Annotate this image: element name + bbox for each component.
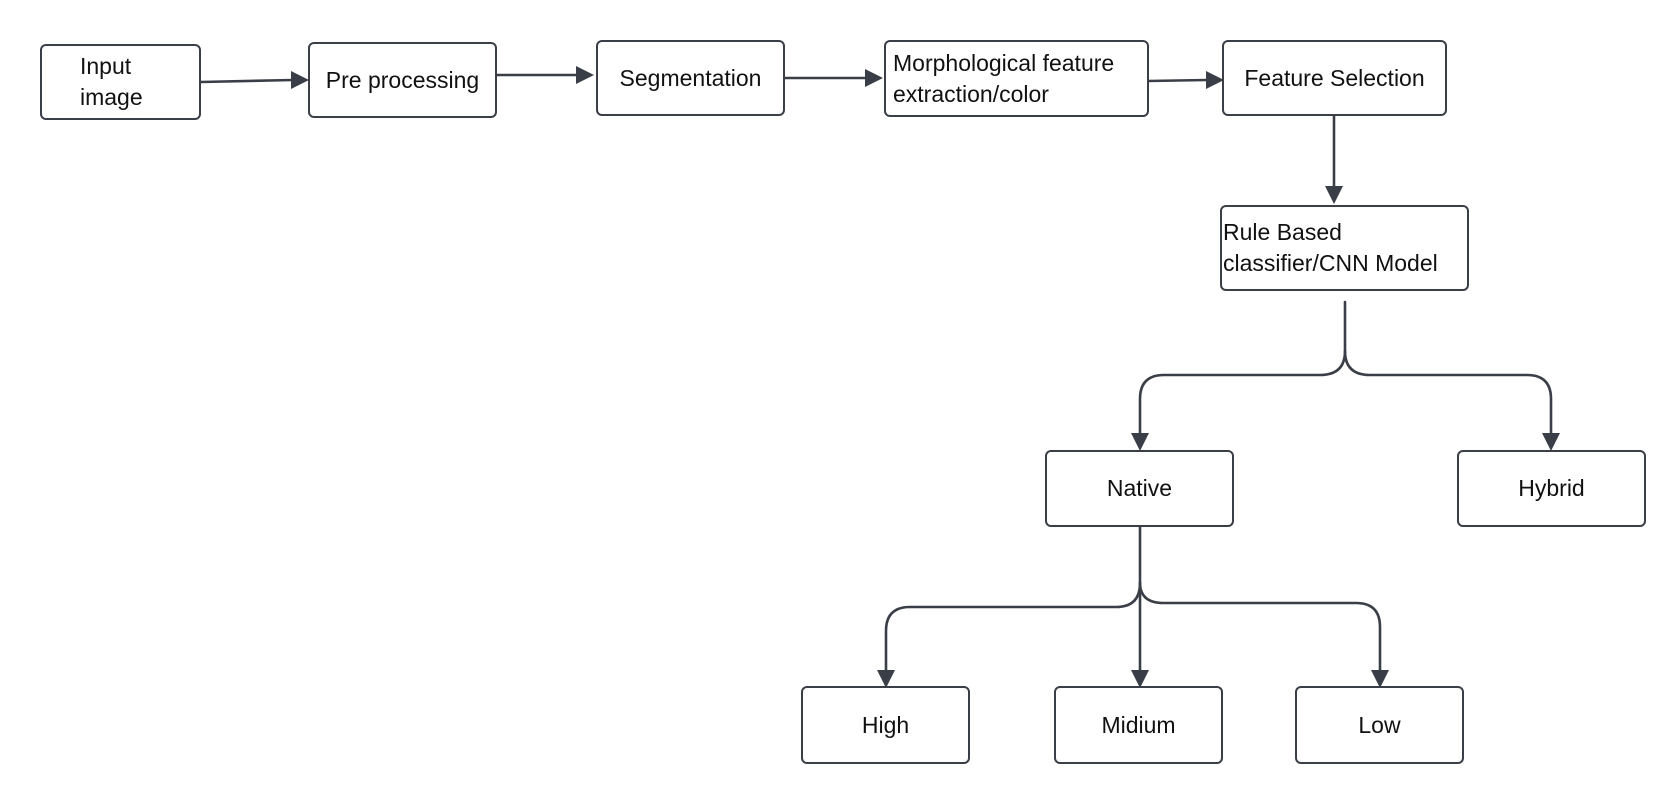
node-classifier: Rule Based classifier/CNN Model [1220, 205, 1469, 291]
node-morphological-feature-extraction-label: Morphological feature extraction/color [893, 49, 1115, 107]
node-input-image: Input image [40, 44, 201, 120]
node-hybrid: Hybrid [1457, 450, 1646, 527]
edge-segmentation-to-morphological [782, 69, 883, 87]
edge-classifier-to-hybrid [1343, 349, 1560, 451]
node-native: Native [1045, 450, 1234, 527]
node-high-label: High [861, 711, 910, 738]
node-low: Low [1295, 686, 1464, 764]
node-midium: Midium [1054, 686, 1223, 764]
node-pre-processing: Pre processing [308, 42, 497, 118]
node-feature-selection-label: Feature Selection [1244, 64, 1425, 91]
node-hybrid-label: Hybrid [1518, 475, 1585, 501]
edge-classifier-to-native [1131, 300, 1347, 451]
node-feature-selection: Feature Selection [1222, 40, 1447, 116]
edge-morphological-to-feature-selection [1146, 71, 1224, 89]
edge-input-to-preprocessing [199, 71, 309, 89]
edge-feature-selection-to-classifier [1325, 114, 1343, 204]
edge-preprocessing-to-segmentation [494, 66, 594, 84]
node-segmentation: Segmentation [596, 40, 785, 116]
node-pre-processing-label: Pre processing [325, 66, 480, 93]
node-low-label: Low [1358, 711, 1401, 738]
node-high: High [801, 686, 970, 764]
node-classifier-label: Rule Based classifier/CNN Model [1223, 219, 1438, 276]
node-morphological-feature-extraction: Morphological feature extraction/color [884, 40, 1149, 117]
node-native-label: Native [1106, 475, 1173, 501]
node-segmentation-label: Segmentation [619, 64, 762, 91]
node-input-image-label: Input image [80, 53, 143, 110]
node-midium-label: Midium [1101, 711, 1176, 738]
edge-native-to-midium [1131, 581, 1149, 688]
edge-native-to-low [1138, 581, 1389, 688]
edge-native-to-high [877, 524, 1142, 688]
